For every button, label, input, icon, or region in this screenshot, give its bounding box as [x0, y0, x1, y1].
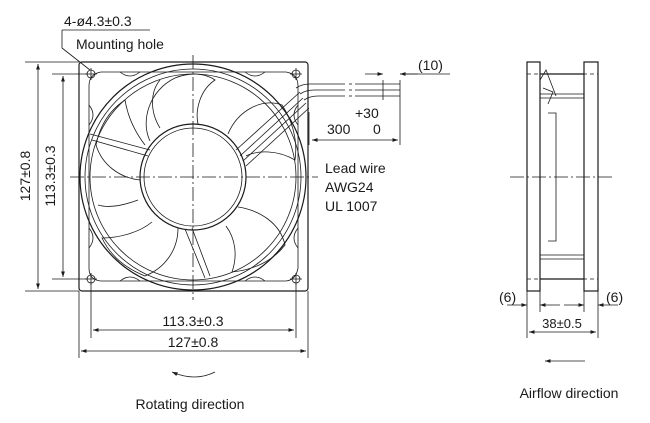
rotating-arrow — [171, 371, 216, 378]
side-body — [540, 73, 584, 280]
fan-blades — [95, 73, 297, 277]
dim-outer-v: 127±0.8 — [17, 151, 33, 202]
lead-tol-low-label: 0 — [373, 121, 381, 137]
corner-details — [88, 71, 299, 282]
lead-tol-label: +30 — [355, 105, 379, 121]
lead-extra-dim: (10) — [418, 57, 443, 73]
rotating-label: Rotating direction — [136, 396, 245, 412]
side-dim-depth: 38±0.5 — [542, 316, 582, 331]
front-view: 4-ø4.3±0.3 Mounting hole (10) +30 300 0 … — [17, 13, 450, 412]
hole-spec-label: 4-ø4.3±0.3 — [64, 13, 132, 29]
lead-wire-std: UL 1007 — [325, 198, 378, 214]
side-view: (6) (6) 38±0.5 Airflow direction — [499, 61, 623, 401]
side-flange-right — [583, 61, 599, 292]
side-flange-left — [526, 61, 541, 292]
hole-label: Mounting hole — [76, 36, 164, 52]
side-dim-right: (6) — [606, 289, 623, 305]
hole-leader — [61, 30, 91, 71]
fan-frame-outer — [78, 61, 309, 292]
dim-outer-h: 127±0.8 — [168, 334, 219, 350]
support-spoke — [89, 133, 151, 157]
dim-inner-h: 113.3±0.3 — [162, 313, 223, 329]
dim-inner-v: 113.3±0.3 — [42, 145, 58, 206]
airflow-label: Airflow direction — [520, 385, 619, 401]
lead-wire-label: Lead wire — [325, 160, 386, 176]
fan-frame-inner — [88, 71, 299, 282]
lead-length-label: 300 — [327, 121, 351, 137]
wire-channel — [235, 80, 401, 167]
lead-wire-gauge: AWG24 — [325, 179, 374, 195]
side-dim-left: (6) — [499, 289, 516, 305]
